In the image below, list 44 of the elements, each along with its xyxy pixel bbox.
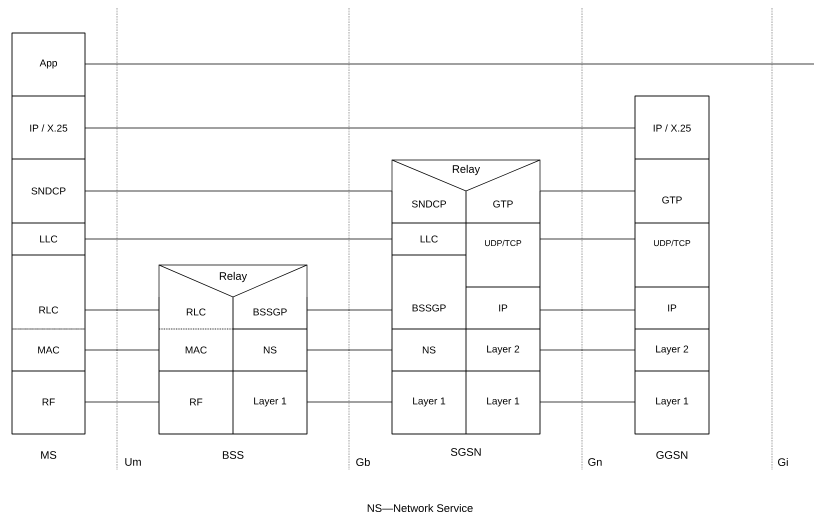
connector-line — [540, 190, 635, 192]
connector-line — [540, 238, 635, 240]
protocol-layer: RF — [12, 370, 86, 434]
protocol-layer: MAC — [12, 328, 86, 372]
connector-line — [85, 190, 392, 192]
interface-label: Gi — [778, 458, 788, 466]
protocol-layer: GTP — [466, 190, 540, 224]
interface-label: Gn — [588, 458, 602, 466]
protocol-layer: LLC — [392, 222, 466, 256]
relay-label: Relay — [452, 164, 480, 176]
protocol-layer: Layer 2 — [466, 328, 540, 372]
protocol-layer: BSSGP — [392, 254, 466, 330]
protocol-layer: NS — [232, 328, 308, 372]
protocol-layer: UDP/TCP — [634, 222, 710, 288]
protocol-layer: SNDCP — [12, 158, 86, 224]
protocol-layer: IP — [634, 286, 710, 330]
protocol-layer: BSSGP — [232, 296, 308, 330]
protocol-layer: NS — [392, 328, 466, 372]
protocol-layer: RLC — [158, 296, 234, 330]
protocol-layer: RF — [158, 370, 234, 434]
station-name: SGSN — [450, 448, 481, 456]
station-name: GGSN — [656, 451, 688, 459]
protocol-layer: App — [12, 32, 86, 96]
station-name: MS — [41, 451, 56, 459]
connector-line — [85, 238, 392, 240]
protocol-layer: IP / X.25 — [12, 96, 86, 160]
protocol-layer: Layer 1 — [392, 370, 466, 434]
interface-label: Gb — [356, 458, 370, 466]
station-name: BSS — [222, 451, 244, 459]
protocol-layer: RLC — [12, 254, 86, 330]
protocol-layer: UDP/TCP — [466, 222, 540, 288]
protocol-layer: LLC — [12, 222, 86, 256]
interface-label: Um — [125, 458, 141, 466]
relay-label: Relay — [220, 272, 248, 282]
protocol-layer: Layer 1 — [634, 370, 710, 434]
protocol-layer: MAC — [158, 328, 234, 372]
protocol-layer: Layer 1 — [232, 370, 308, 434]
protocol-layer: Layer 2 — [634, 328, 710, 372]
protocol-layer: IP / X.25 — [634, 96, 710, 160]
protocol-layer: GTP — [634, 158, 710, 224]
protocol-layer: Layer 1 — [466, 370, 540, 434]
caption: NS—Network Service — [368, 504, 473, 512]
protocol-layer: IP — [466, 286, 540, 330]
protocol-layer: SNDCP — [392, 190, 466, 224]
